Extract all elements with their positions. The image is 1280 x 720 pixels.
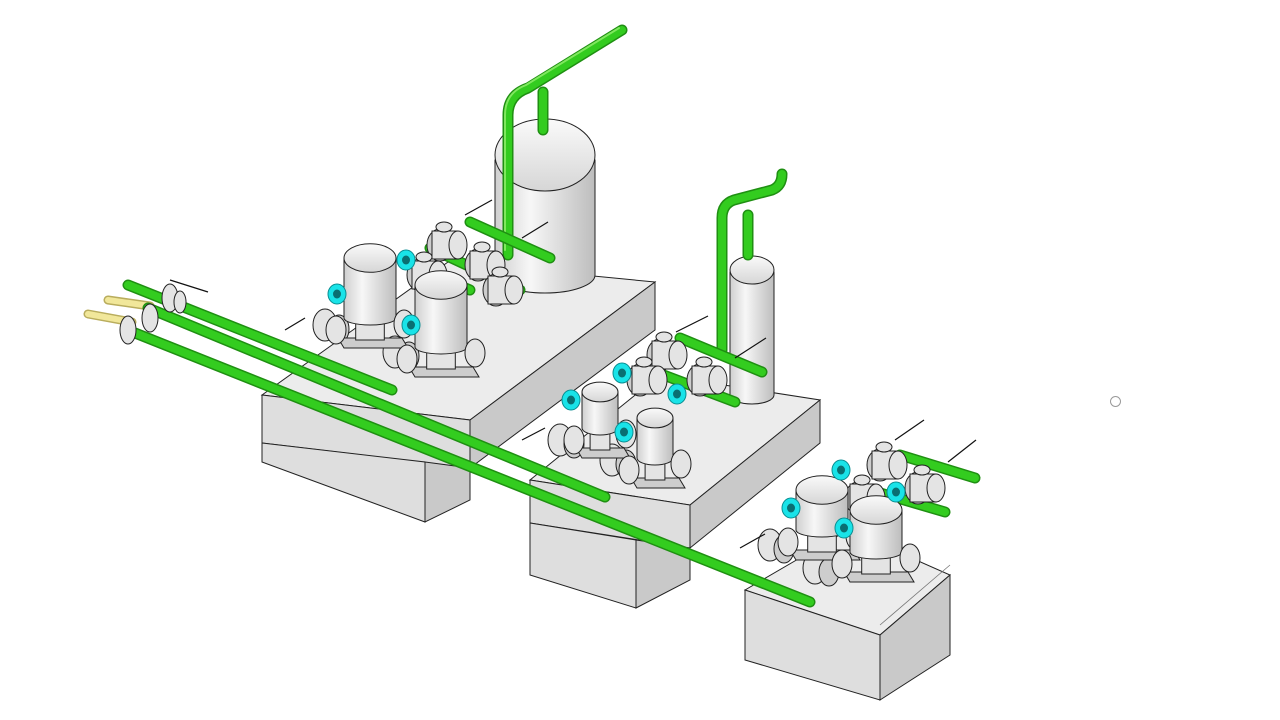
- main-header-lower[interactable]: [129, 327, 816, 608]
- pressure-gauge-icon: [327, 283, 347, 305]
- pressure-gauge-icon: [612, 362, 632, 384]
- pump-suction-flange: [396, 344, 418, 374]
- pump-suction-flange: [831, 549, 853, 579]
- valve-body: [626, 356, 668, 397]
- pressure-gauge-icon: [614, 421, 634, 443]
- pressure-gauge-icon: [401, 314, 421, 336]
- pressure-tank-small[interactable]: [729, 255, 775, 405]
- supply-stubs[interactable]: [83, 295, 155, 327]
- pressure-gauge-icon: [667, 383, 687, 405]
- pressure-gauge-icon: [831, 459, 851, 481]
- inlet-flanges[interactable]: [119, 283, 187, 345]
- pump-motor-cap: [849, 495, 903, 525]
- orbit-cursor-icon[interactable]: [1110, 396, 1121, 407]
- valve-group-medium[interactable]: [626, 331, 728, 397]
- base-medium[interactable]: [528, 374, 822, 609]
- pump-motor-cap: [795, 475, 849, 505]
- pump-suction-flange: [325, 315, 347, 345]
- main-header-upper[interactable]: [122, 279, 611, 503]
- valve-body: [646, 331, 688, 372]
- valve-body: [482, 266, 524, 307]
- pressure-gauges: [327, 249, 906, 539]
- pump-motor-cap: [343, 243, 397, 273]
- pressure-gauge-icon: [834, 517, 854, 539]
- pressure-gauge-icon: [781, 497, 801, 519]
- pump-motor-cap: [414, 270, 468, 300]
- pump-6[interactable]: [831, 495, 921, 583]
- riser-small[interactable]: [716, 168, 788, 356]
- pump-motor-cap: [581, 381, 619, 403]
- pump-3[interactable]: [563, 381, 637, 459]
- pump-suction-flange: [563, 425, 585, 455]
- riser-large[interactable]: [502, 24, 628, 261]
- valve-body: [426, 221, 468, 262]
- pump-4[interactable]: [618, 407, 692, 489]
- pressure-tank-large[interactable]: [494, 118, 596, 294]
- valve-body: [904, 464, 946, 505]
- pump-discharge-flange: [899, 543, 921, 573]
- marker-lines: [169, 199, 977, 549]
- pump-motor-cap: [636, 407, 674, 429]
- pressure-gauge-icon: [561, 389, 581, 411]
- pressure-gauge-icon: [396, 249, 416, 271]
- base-small[interactable]: [743, 529, 951, 701]
- pump-discharge-flange: [464, 338, 486, 368]
- valve-body: [686, 356, 728, 397]
- pump-suction-flange: [618, 455, 640, 485]
- pump-discharge-flange: [670, 449, 692, 479]
- valve-body: [866, 441, 908, 482]
- pressure-gauge-icon: [886, 481, 906, 503]
- pump-suction-flange: [777, 527, 799, 557]
- pump-2[interactable]: [396, 270, 486, 378]
